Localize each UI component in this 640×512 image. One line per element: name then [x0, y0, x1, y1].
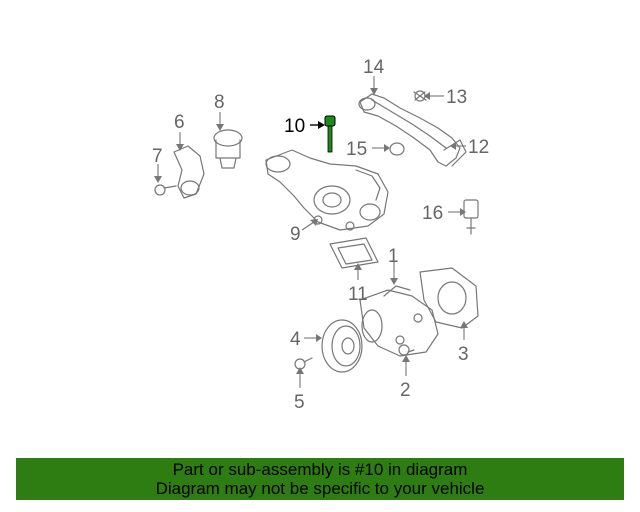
part-7-bolt [154, 184, 177, 196]
callout-9[interactable]: 9 [290, 224, 301, 245]
part-1-water-pump [359, 285, 439, 357]
callout-11[interactable]: 11 [348, 284, 368, 305]
banner-line-part-number: Part or sub-assembly is #10 in diagram [172, 460, 468, 479]
part-6-thermostat-housing [173, 145, 205, 199]
part-8-thermostat [213, 129, 243, 169]
callout-1[interactable]: 1 [388, 246, 399, 267]
part-10-bolt-highlighted[interactable] [324, 115, 336, 153]
callout-14[interactable]: 14 [363, 57, 385, 78]
part-4-pulley [321, 319, 363, 373]
part-5-bolt [294, 357, 313, 370]
callout-4[interactable]: 4 [290, 329, 301, 350]
callout-16[interactable]: 16 [422, 203, 443, 224]
callout-labels: 1 2 3 4 5 6 7 8 9 10 11 12 13 14 15 16 [152, 57, 489, 413]
callout-12[interactable]: 12 [468, 137, 489, 158]
callout-6[interactable]: 6 [174, 112, 185, 133]
callout-5[interactable]: 5 [294, 392, 305, 413]
callout-15[interactable]: 15 [346, 139, 367, 160]
banner-line-disclaimer: Diagram may not be specific to your vehi… [155, 479, 485, 498]
callout-3[interactable]: 3 [458, 344, 469, 365]
part-15-o-ring [389, 142, 405, 156]
part-9-housing [265, 149, 389, 231]
leader-lines [154, 76, 468, 388]
callout-10[interactable]: 10 [284, 116, 305, 137]
callout-2[interactable]: 2 [400, 380, 411, 401]
part-11-gasket [329, 237, 379, 269]
info-banner: Part or sub-assembly is #10 in diagram D… [16, 458, 624, 500]
part-2-bolt [398, 344, 415, 356]
callout-13[interactable]: 13 [446, 87, 467, 108]
part-3-gasket [419, 267, 479, 329]
callout-7[interactable]: 7 [152, 146, 163, 167]
part-16-sensor [463, 199, 479, 235]
callout-8[interactable]: 8 [214, 92, 225, 113]
